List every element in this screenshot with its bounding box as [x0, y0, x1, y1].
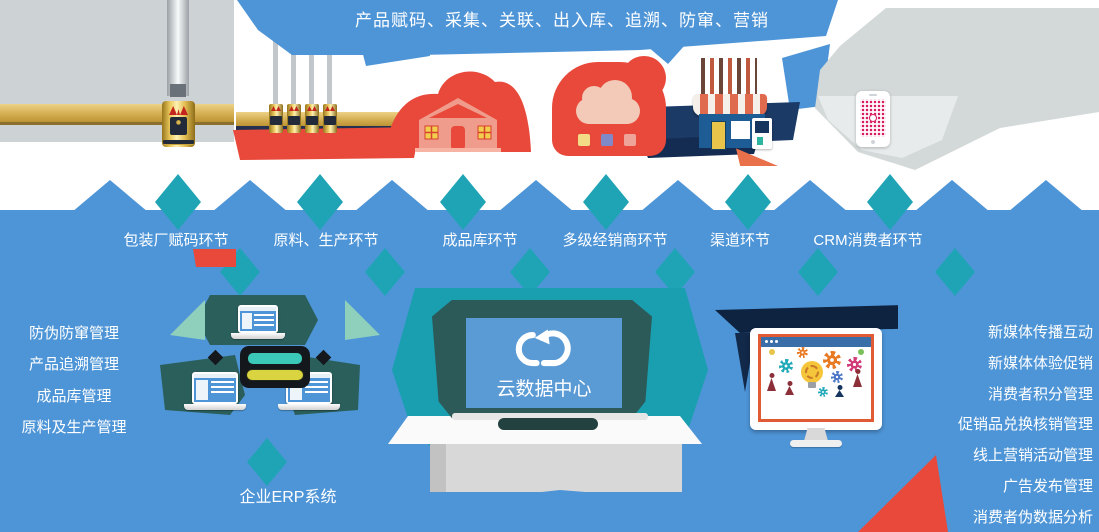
server-drive-teal [248, 353, 302, 364]
list-item: 线上营销活动管理 [972, 447, 1093, 465]
gear-icon [831, 371, 843, 383]
monitor-content [761, 347, 871, 419]
list-item: 促销品兑换核销管理 [957, 416, 1093, 434]
datacenter-screen: 云数据中心 [466, 318, 622, 408]
lightbulb-icon [801, 361, 823, 388]
list-item: 广告发布管理 [1002, 477, 1093, 495]
cloud-shape [576, 80, 640, 124]
factory-icon [385, 71, 531, 152]
qr-phone-icon [856, 91, 890, 147]
list-item: 产品追溯管理 [28, 356, 119, 374]
conveyor-can-icon [269, 104, 283, 133]
can-crest [170, 117, 187, 135]
stage-label-production: 原料、生产环节 [273, 232, 379, 249]
store-front [699, 114, 765, 150]
list-item: 新媒体体验促销 [987, 354, 1093, 372]
stage-label-channel: 渠道环节 [709, 232, 771, 249]
erp-laptop-icon [231, 305, 285, 339]
decor-dot [769, 349, 775, 355]
product-can-icon [162, 101, 195, 147]
blue-wedge [640, 0, 702, 64]
can-label-band [163, 140, 194, 145]
list-item: 原料及生产管理 [21, 419, 127, 437]
right-feature-list: 新媒体传播互动 新媒体体验促销 消费者积分管理 促销品兑换核销管理 线上营销活动… [865, 318, 1095, 532]
stage-label-distributor: 多级经销商环节 [562, 232, 668, 249]
gear-icon [823, 351, 841, 369]
erp-diamond [247, 438, 287, 486]
gear-icon [779, 359, 793, 373]
person-icon [853, 369, 862, 387]
blue-right-band [898, 288, 932, 482]
browser-titlebar [761, 337, 871, 347]
left-feature-list: 防伪防窜管理 产品追溯管理 成品库管理 原料及生产管理 [0, 318, 148, 444]
red-accent [193, 249, 236, 267]
warehouse-box-pink [624, 134, 636, 146]
store-streamers [701, 58, 757, 96]
store-sign [752, 118, 772, 149]
store-window [731, 121, 750, 136]
cloud-sync-icon [515, 329, 571, 367]
monitor-stand [804, 428, 828, 441]
qr-code [860, 99, 886, 137]
stage-label-crm-consumer: CRM消费者环节 [813, 232, 923, 249]
person-icon [767, 373, 776, 391]
warehouse-box-blue [601, 134, 613, 146]
gear-icon [818, 387, 828, 397]
person-icon [785, 381, 794, 395]
blue-wedge [352, 0, 430, 66]
erp-system-label: 企业ERP系统 [239, 489, 337, 506]
monitor-frame [758, 334, 874, 422]
laptop-keyboard [498, 418, 598, 430]
gear-icon [797, 347, 808, 358]
store-door [711, 121, 726, 150]
store-awning [693, 94, 767, 116]
conveyor-can-icon [323, 104, 337, 133]
list-item: 消费者伪数据分析 [972, 508, 1093, 526]
stage-label-packaging: 包装厂赋码环节 [123, 232, 229, 249]
banner-title: 产品赋码、采集、关联、出入库、追溯、防窜、营销 [355, 11, 769, 30]
conveyor-can-icon [287, 104, 301, 133]
decor-dot [858, 349, 864, 355]
marketing-monitor-icon [750, 328, 882, 430]
cloud-warehouse-icon [552, 56, 666, 156]
person-icon [835, 385, 844, 397]
erp-laptop-icon [184, 372, 246, 410]
blue-bottom-wave [368, 490, 762, 532]
laptop-pedestal [388, 416, 702, 492]
stage-label-warehouse: 成品库环节 [442, 232, 518, 249]
list-item: 成品库管理 [36, 387, 112, 405]
laptop-hinge [452, 413, 648, 420]
warehouse-box-yellow [578, 134, 590, 146]
conveyor-can-icon [305, 104, 319, 133]
server-drive-yellow [246, 369, 304, 381]
red-bottom-triangle [858, 455, 948, 532]
monitor-base [790, 440, 842, 447]
datacenter-label: 云数据中心 [496, 379, 592, 400]
server-icon [240, 346, 310, 388]
list-item: 防伪防窜管理 [28, 325, 119, 342]
blue-peaks [72, 180, 1084, 212]
list-item: 新媒体传播互动 [987, 324, 1093, 341]
list-item: 消费者积分管理 [987, 385, 1093, 403]
